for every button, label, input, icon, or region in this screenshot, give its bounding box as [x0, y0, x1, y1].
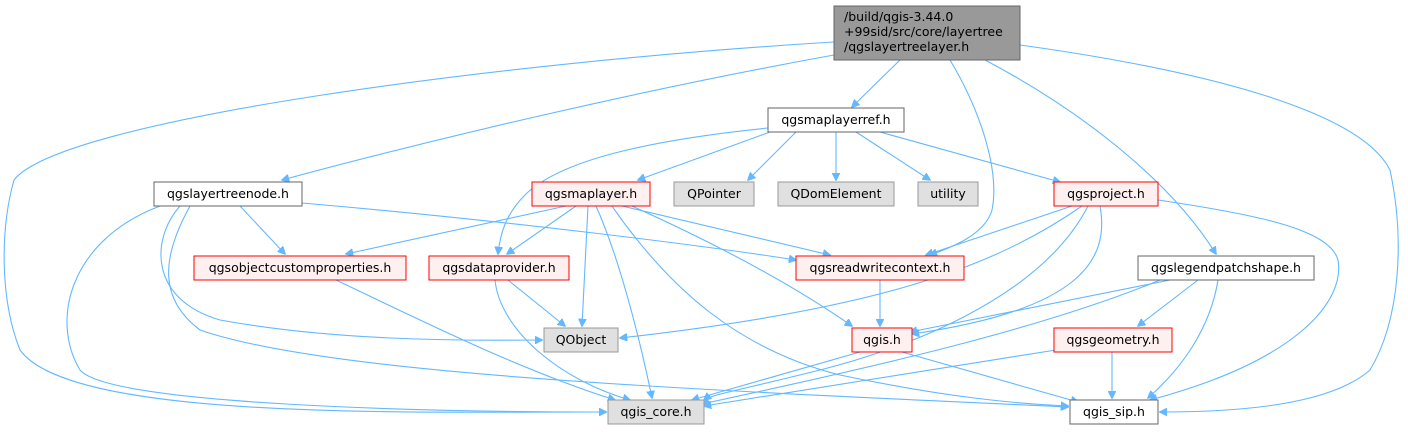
dependency-edges — [3, 41, 1399, 412]
edge-project-qgis — [912, 205, 1103, 334]
node-root-line-3: /qgslayertreelayer.h — [844, 39, 969, 54]
edge-legendpatchshape-qgis — [910, 279, 1171, 332]
edge-qgis-qgis-core — [692, 351, 861, 400]
node-root-box — [833, 5, 1021, 61]
edge-layertreenode-qgsobjectcustomproperties — [239, 205, 285, 254]
node-qdomelement[interactable]: QDomElement — [777, 181, 895, 207]
node-qgsobjectcustomproperties-label: qgsobjectcustomproperties.h — [209, 260, 392, 275]
node-qgis-sip[interactable]: qgis_sip.h — [1069, 399, 1159, 425]
edge-project-qgsreadwritecontext — [926, 205, 1073, 255]
node-qgsmaplayerref-label: qgsmaplayerref.h — [781, 112, 890, 127]
node-qgsdataprovider-box — [428, 255, 570, 281]
node-qgsobjectcustomproperties-box — [193, 255, 407, 281]
node-utility-box — [917, 181, 979, 207]
node-qgsreadwritecontext-label: qgsreadwritecontext.h — [810, 260, 951, 275]
edge-root-qgsreadwritecontext — [930, 59, 995, 255]
edge-layertreenode-qgis-sip — [168, 205, 1068, 407]
node-root-line-2: +99sid/src/core/layertree — [844, 24, 1003, 39]
node-qgsdataprovider[interactable]: qgsdataprovider.h — [428, 255, 570, 281]
node-qgsmaplayer-label: qgsmaplayer.h — [545, 186, 637, 201]
edge-legendpatchshape-qgsgeometry — [1138, 279, 1199, 326]
edge-dataprovider-qobject — [507, 279, 565, 326]
edge-layertreenode-qgis-core — [66, 205, 606, 412]
file-nodes: /build/qgis-3.44.0 +99sid/src/core/layer… — [153, 5, 1315, 425]
node-qobject-box — [543, 327, 619, 353]
edge-maplayerref-qpointer — [748, 131, 797, 180]
node-qgis-sip-box — [1069, 399, 1159, 425]
node-root-line-1: /build/qgis-3.44.0 — [844, 9, 953, 24]
edge-root-qgslegendpatchshape — [984, 59, 1216, 254]
edge-maplayerref-qgsproject — [879, 131, 1060, 182]
edge-maplayer-qgsobjectcustomproperties — [346, 205, 567, 254]
edge-maplayerref-qgsdataprovider — [498, 127, 769, 254]
edge-maplayer-qobject — [582, 205, 589, 326]
edge-maplayerref-utility — [855, 131, 930, 180]
edge-maplayer-qgsreadwritecontext — [621, 205, 830, 255]
node-qgis[interactable]: qgis.h — [851, 327, 913, 353]
node-qgsmaplayer[interactable]: qgsmaplayer.h — [531, 181, 651, 207]
edge-root-qgis-sip — [1019, 44, 1399, 412]
node-qgsobjectcustomproperties[interactable]: qgsobjectcustomproperties.h — [193, 255, 407, 281]
node-qgsproject[interactable]: qgsproject.h — [1053, 181, 1159, 207]
edge-project-qgis-core — [704, 205, 1089, 400]
node-qgis-sip-label: qgis_sip.h — [1083, 404, 1145, 419]
node-qpointer[interactable]: QPointer — [673, 181, 755, 207]
node-utility[interactable]: utility — [917, 181, 979, 207]
edge-layertreenode-qobject — [160, 205, 542, 340]
node-qgsproject-label: qgsproject.h — [1067, 186, 1145, 201]
edge-legendpatchshape-qgis-core — [702, 279, 1161, 404]
node-qobject-label: QObject — [556, 332, 607, 347]
edge-root-qgis-core — [3, 41, 835, 412]
node-qgsreadwritecontext-box — [795, 255, 965, 281]
edge-project-qgis-sip — [1150, 199, 1340, 400]
node-qgis-label: qgis.h — [863, 332, 901, 347]
node-qgslayertreenode-box — [153, 181, 303, 207]
node-qgslegendpatchshape-label: qgslegendpatchshape.h — [1151, 260, 1301, 275]
edge-root-qgsmaplayerref — [852, 59, 901, 107]
node-qgslayertreenode[interactable]: qgslayertreenode.h — [153, 181, 303, 207]
edge-layertreenode-qgsreadwritecontext — [301, 202, 796, 260]
node-qgsmaplayerref-box — [767, 107, 905, 133]
node-qgsreadwritecontext[interactable]: qgsreadwritecontext.h — [795, 255, 965, 281]
edge-maplayer-qgis — [631, 205, 852, 326]
node-qgsmaplayerref[interactable]: qgsmaplayerref.h — [767, 107, 905, 133]
node-qgslayertreenode-label: qgslayertreenode.h — [167, 186, 289, 201]
node-qgis-box — [851, 327, 913, 353]
edge-legendpatchshape-qgis-sip — [1148, 279, 1219, 398]
node-qgslegendpatchshape[interactable]: qgslegendpatchshape.h — [1137, 255, 1315, 281]
edge-maplayer-qgis-sip — [611, 205, 1068, 406]
node-qobject[interactable]: QObject — [543, 327, 619, 353]
node-qgis-core-box — [607, 399, 705, 425]
node-qpointer-box — [673, 181, 755, 207]
node-qgis-core[interactable]: qgis_core.h — [607, 399, 705, 425]
edge-objectcustomproperties-qgis-core — [335, 279, 615, 400]
node-qdomelement-box — [777, 181, 895, 207]
node-qdomelement-label: QDomElement — [790, 186, 881, 201]
edge-qgis-qgis-sip — [901, 351, 1078, 402]
edge-maplayer-qgis-core — [595, 205, 652, 398]
node-qgsgeometry[interactable]: qgsgeometry.h — [1053, 327, 1173, 353]
node-utility-label: utility — [930, 186, 966, 201]
node-qgsmaplayer-box — [531, 181, 651, 207]
node-qgsgeometry-label: qgsgeometry.h — [1066, 332, 1159, 347]
node-qgsproject-box — [1053, 181, 1159, 207]
edge-geometry-qgis-core — [704, 349, 1057, 406]
node-qgsdataprovider-label: qgsdataprovider.h — [442, 260, 555, 275]
node-qgis-core-label: qgis_core.h — [620, 404, 691, 419]
edge-maplayer-qgsdataprovider — [507, 205, 577, 254]
edge-project-qobject — [620, 205, 1083, 338]
node-root[interactable]: /build/qgis-3.44.0 +99sid/src/core/layer… — [833, 5, 1021, 61]
node-qpointer-label: QPointer — [687, 186, 742, 201]
edge-maplayerref-qgsmaplayer — [638, 131, 771, 180]
node-qgslegendpatchshape-box — [1137, 255, 1315, 281]
edge-dataprovider-qgis-core — [494, 279, 630, 400]
edge-root-qgslayertreenode — [282, 54, 835, 180]
node-qgsgeometry-box — [1053, 327, 1173, 353]
